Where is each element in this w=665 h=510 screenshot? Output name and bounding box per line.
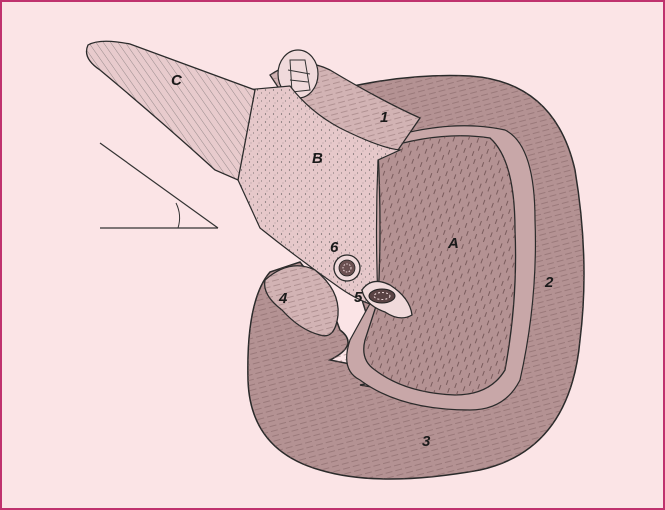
label-b: B: [312, 150, 323, 167]
region-a-texture: [364, 136, 516, 395]
label-4: 4: [278, 290, 288, 307]
label-3: 3: [422, 433, 431, 450]
label-c: C: [171, 72, 183, 89]
label-1: 1: [380, 109, 388, 126]
label-5: 5: [354, 289, 363, 306]
label-a: A: [447, 235, 459, 252]
label-6: 6: [330, 239, 339, 256]
structure-6-core: [339, 260, 355, 276]
structure-5-core: [369, 289, 395, 303]
region-c-texture: [87, 41, 256, 180]
label-2: 2: [544, 274, 554, 291]
